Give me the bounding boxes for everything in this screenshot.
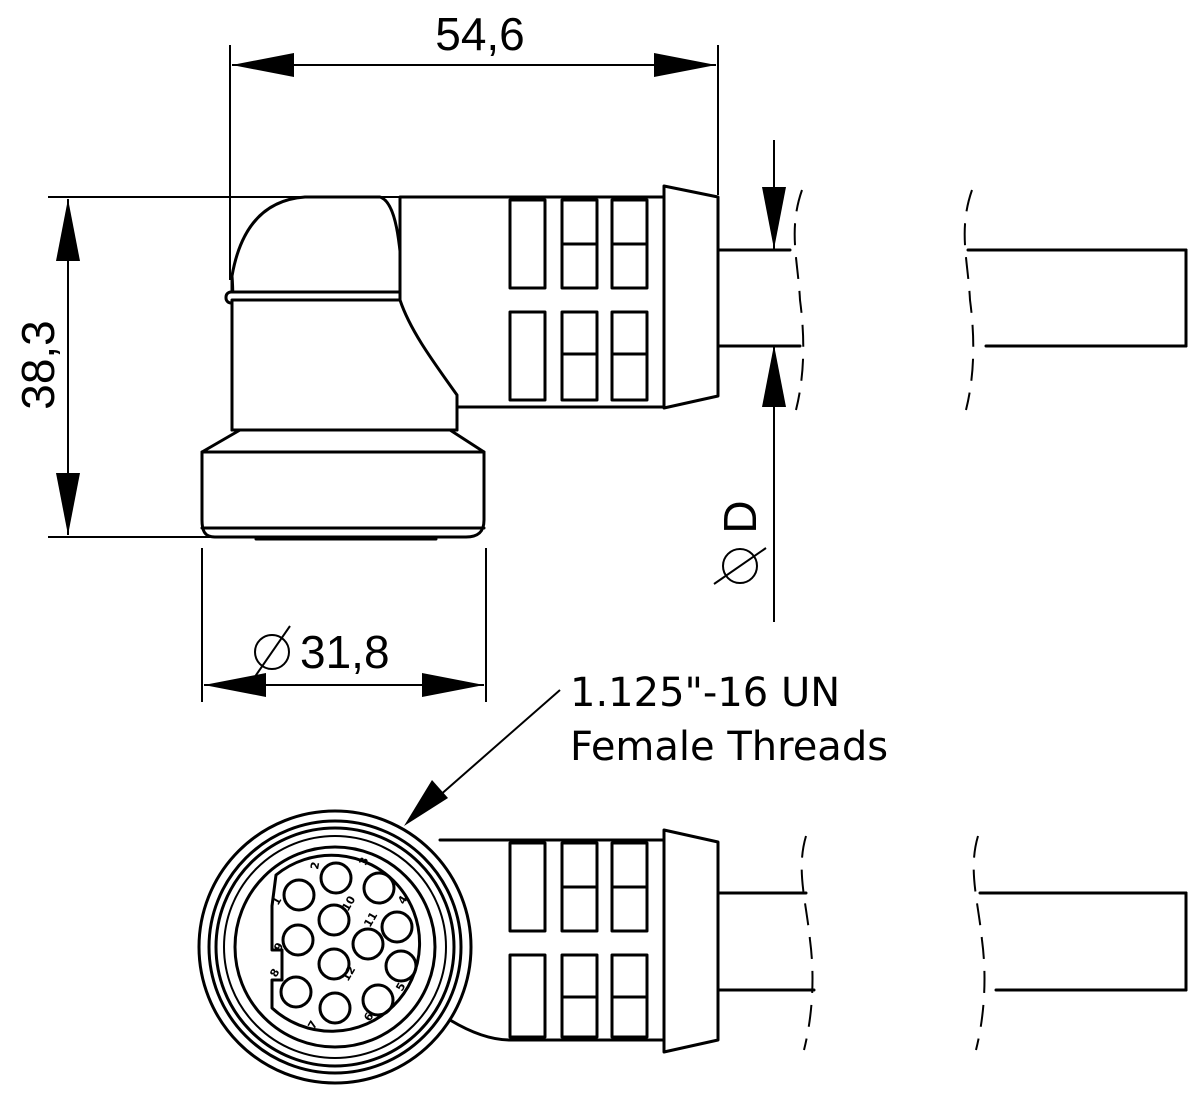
nut-diameter-dimension: 31,8 [204,625,484,697]
pin-4 [380,910,414,944]
cable-front [716,835,1188,1051]
side-view: 54,6 38,3 31,8 D [12,8,1188,702]
pin-8 [279,975,313,1009]
pin-9 [281,923,315,957]
thread-spec: 1.125"-16 UN [570,670,840,716]
strain-relief-grooves-front [508,841,649,1039]
pin-5 [384,949,418,983]
pin-1 [282,878,316,912]
connector-face [197,809,473,1085]
thread-type: Female Threads [570,724,888,770]
width-dimension-label: 54,6 [435,8,525,60]
cable-gland [662,184,720,410]
cable-diameter-dimension: D [713,140,786,622]
width-dimension: 54,6 [232,8,716,77]
cable-top [716,189,1188,411]
pin-contacts [279,861,418,1025]
pin-11 [351,927,385,961]
cable-gland-front [662,828,720,1054]
strain-relief-grooves [508,198,649,402]
height-dimension: 38,3 [12,199,80,535]
strain-relief [398,195,666,409]
cable-diameter-label: D [714,500,766,533]
pin-3 [362,871,396,905]
diameter-symbol-icon-2 [722,548,758,584]
front-view: 1 2 3 4 5 6 7 8 9 10 11 12 [197,809,1188,1085]
pin-2 [319,861,353,895]
nut-diameter-label: 31,8 [300,626,390,678]
pin-label-3: 3 [357,855,372,867]
pin-6 [361,983,395,1017]
pin-12 [317,947,351,981]
coupling-nut [200,428,486,541]
strain-relief-front [438,838,666,1042]
height-dimension-label: 38,3 [12,320,64,410]
pin-label-2: 2 [308,861,322,871]
pin-10 [317,903,351,937]
diameter-symbol-icon [254,634,290,670]
thread-callout: 1.125"-16 UN Female Threads [404,670,888,826]
pin-7 [318,991,352,1025]
